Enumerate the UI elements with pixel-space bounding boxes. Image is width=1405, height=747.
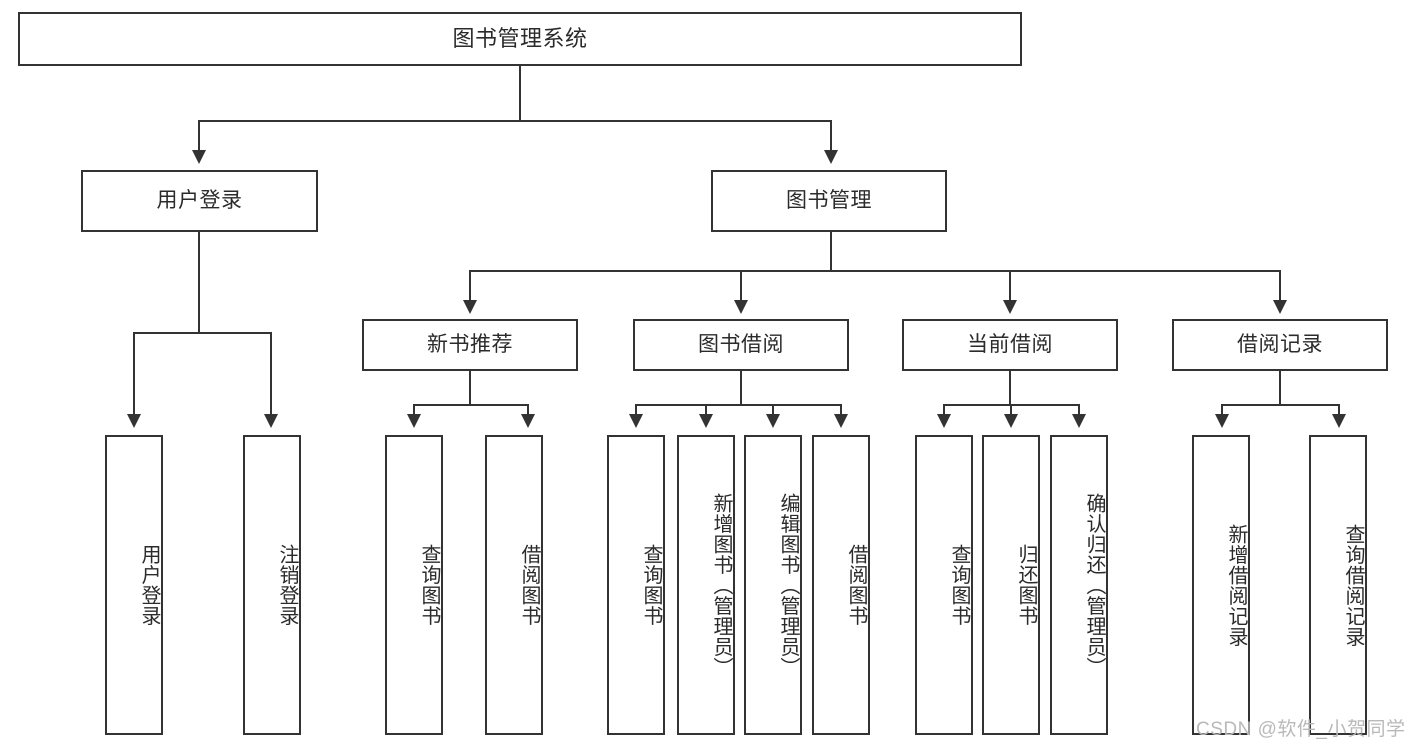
arrowhead-new-book [463,300,477,314]
connector-to-book-manage [830,120,832,152]
connector-to-user-login [198,120,200,152]
leaf-bb-edit-book-admin[interactable]: 编辑图书（管理员） [744,435,802,735]
leaf-logout[interactable]: 注销登录 [243,435,301,735]
arrowhead-nb-leaf-2 [521,414,535,428]
leaf-cb-return-book[interactable]: 归还图书 [982,435,1040,735]
connector-level2-bus [198,120,832,122]
connector-new-book-leaf-1 [413,404,415,416]
node-label: 图书管理系统 [452,25,588,51]
leaf-bb-borrow-book[interactable]: 借阅图书 [812,435,870,735]
connector-bb-leaf-3 [772,404,774,416]
leaf-cb-confirm-return-admin[interactable]: 确认归还（管理员） [1050,435,1108,735]
node-new-book-recommend[interactable]: 新书推荐 [362,319,578,371]
node-current-borrow[interactable]: 当前借阅 [902,319,1118,371]
connector-user-login-leaf-1 [133,332,135,416]
arrowhead-bb-leaf-3 [766,414,780,428]
connector-to-current-borrow [1009,270,1011,302]
connector-new-book-bus [413,404,529,406]
arrowhead-bb-leaf-1 [629,414,643,428]
connector-level3-bus [469,270,1281,272]
connector-borrow-record-stem [1279,371,1281,405]
connector-new-book-leaf-2 [527,404,529,416]
connector-br-leaf-2 [1338,404,1340,416]
connector-cb-leaf-3 [1078,404,1080,416]
node-label: 图书借阅 [698,333,784,357]
connector-bb-leaf-2 [705,404,707,416]
leaf-label: 注销登录 [276,544,298,626]
arrowhead-current-borrow [1003,300,1017,314]
node-label: 图书管理 [786,189,872,213]
connector-user-login-bus [133,332,272,334]
arrowhead-cb-leaf-3 [1072,414,1086,428]
arrowhead-bb-leaf-2 [699,414,713,428]
arrowhead-br-leaf-2 [1332,414,1346,428]
leaf-label: 查询图书 [948,544,970,626]
connector-book-borrow-bus [635,404,841,406]
leaf-label: 查询图书 [640,544,662,626]
leaf-label: 查询图书 [418,544,440,626]
connector-bb-leaf-1 [635,404,637,416]
leaf-bb-query-book[interactable]: 查询图书 [607,435,665,735]
leaf-label: 查询借阅记录 [1342,523,1364,647]
leaf-user-login[interactable]: 用户登录 [105,435,163,735]
arrowhead-borrow-record [1273,300,1287,314]
node-label: 新书推荐 [427,333,513,357]
node-label: 借阅记录 [1237,333,1323,357]
leaf-br-add-record[interactable]: 新增借阅记录 [1192,435,1250,735]
connector-to-new-book [469,270,471,302]
leaf-nb-borrow-book[interactable]: 借阅图书 [485,435,543,735]
watermark-text: CSDN @软件_小贺同学 [1196,719,1405,740]
connector-user-login-leaf-2 [270,332,272,416]
leaf-label: 用户登录 [138,544,160,626]
connector-book-manage-stem [830,232,832,271]
leaf-label: 编辑图书（管理员） [777,492,799,678]
arrowhead-user-login [192,150,206,164]
arrowhead-book-borrow [734,300,748,314]
arrowhead-cb-leaf-1 [937,414,951,428]
leaf-label: 归还图书 [1015,544,1037,626]
arrowhead-leaf-user-login [127,414,141,428]
arrowhead-leaf-logout [264,414,278,428]
node-label: 当前借阅 [967,333,1053,357]
leaf-label: 新增借阅记录 [1225,523,1247,647]
connector-cb-leaf-2 [1010,404,1012,416]
leaf-bb-add-book-admin[interactable]: 新增图书（管理员） [677,435,735,735]
leaf-label: 借阅图书 [518,544,540,626]
connector-bb-leaf-4 [840,404,842,416]
leaf-label: 确认归还（管理员） [1083,492,1105,678]
connector-new-book-stem [469,371,471,405]
node-borrow-record[interactable]: 借阅记录 [1172,319,1388,371]
leaf-label: 新增图书（管理员） [710,492,732,678]
connector-user-login-stem [198,232,200,333]
connector-br-leaf-1 [1221,404,1223,416]
leaf-cb-query-book[interactable]: 查询图书 [915,435,973,735]
arrowhead-cb-leaf-2 [1004,414,1018,428]
node-root-system[interactable]: 图书管理系统 [18,12,1022,66]
node-user-login[interactable]: 用户登录 [81,170,318,232]
arrowhead-br-leaf-1 [1215,414,1229,428]
leaf-label: 借阅图书 [845,544,867,626]
node-label: 用户登录 [156,189,243,213]
leaf-nb-query-book[interactable]: 查询图书 [385,435,443,735]
arrowhead-bb-leaf-4 [834,414,848,428]
connector-root-stem [519,66,521,121]
connector-to-borrow-record [1279,270,1281,302]
arrowhead-book-manage [824,150,838,164]
leaf-br-query-record[interactable]: 查询借阅记录 [1309,435,1367,735]
connector-borrow-record-bus [1221,404,1340,406]
connector-to-book-borrow [740,270,742,302]
arrowhead-nb-leaf-1 [407,414,421,428]
node-book-management[interactable]: 图书管理 [711,170,947,232]
node-book-borrow[interactable]: 图书借阅 [633,319,849,371]
connector-current-borrow-stem [1009,371,1011,405]
connector-book-borrow-stem [740,371,742,405]
connector-cb-leaf-1 [943,404,945,416]
